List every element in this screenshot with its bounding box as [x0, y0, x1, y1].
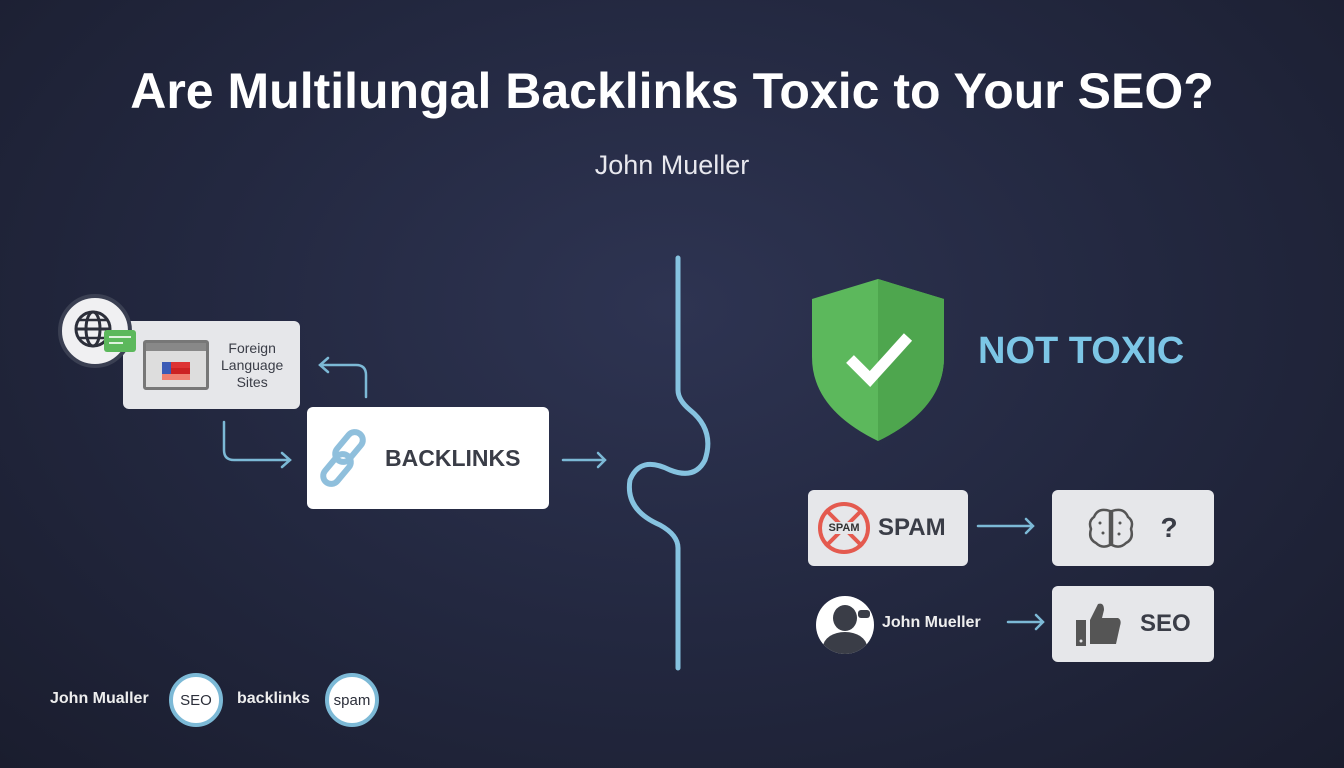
tag-chip-spam[interactable]: spam — [325, 673, 379, 727]
tag-chip-seo[interactable]: SEO — [169, 673, 223, 727]
no-spam-icon: SPAM — [818, 502, 870, 554]
backlinks-label: BACKLINKS — [385, 444, 521, 471]
uncertain-card: ? — [1052, 490, 1214, 566]
footer-name: John Mualler — [50, 690, 149, 707]
seo-label: SEO — [1140, 610, 1191, 637]
foreign-language-sites-card: Foreign Language Sites — [123, 321, 300, 409]
browser-flag-icon — [143, 340, 209, 390]
chain-link-icon — [320, 429, 366, 487]
brain-icon — [1089, 508, 1134, 548]
seo-card: SEO — [1052, 586, 1214, 662]
thumbs-up-icon — [1076, 603, 1121, 646]
page-title: Are Multilungal Backlinks Toxic to Your … — [130, 63, 1214, 119]
shield-check-icon — [812, 279, 944, 441]
subtitle: John Mueller — [594, 150, 750, 180]
divider-line — [626, 255, 711, 671]
footer-word: backlinks — [237, 690, 310, 707]
chat-bubble-icon — [104, 330, 136, 352]
verdict-label: NOT TOXIC — [978, 330, 1185, 372]
spam-card: SPAM SPAM — [808, 490, 968, 566]
foreign-sites-label: Foreign Language Sites — [221, 339, 284, 390]
backlinks-card: BACKLINKS — [307, 407, 549, 509]
spam-label: SPAM — [878, 514, 946, 541]
person-name: John Mueller — [882, 614, 981, 631]
person-avatar-icon — [816, 596, 874, 654]
question-mark: ? — [1160, 512, 1178, 543]
